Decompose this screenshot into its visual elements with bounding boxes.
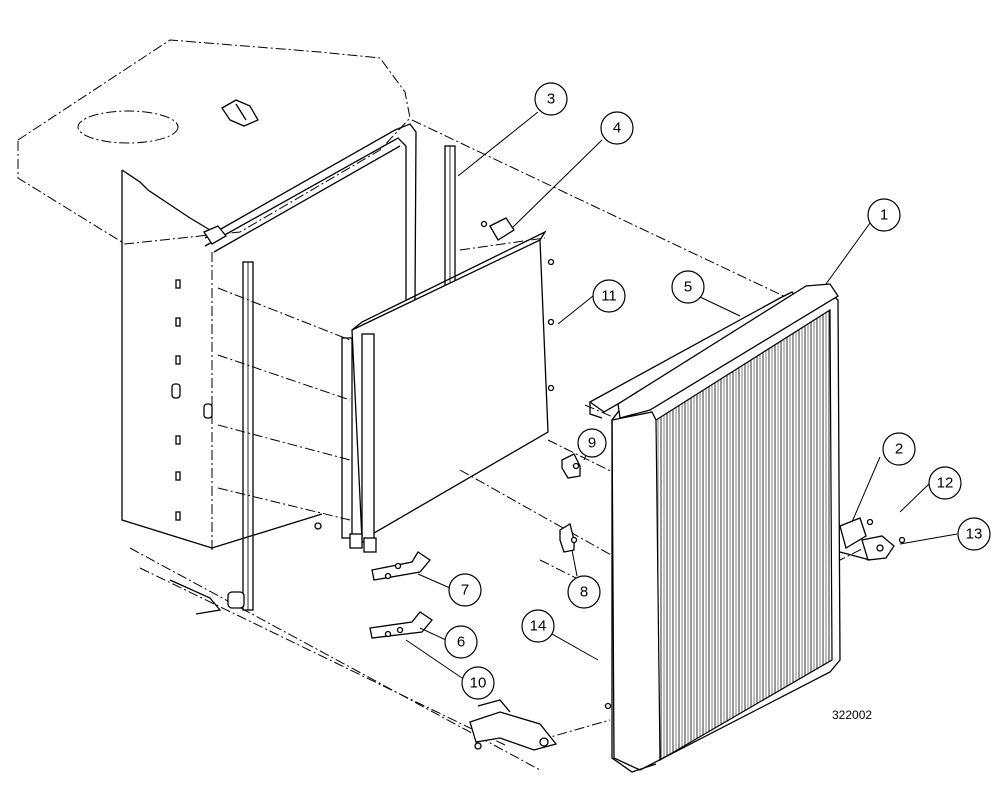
callout-13-label: 13 xyxy=(966,526,983,543)
callout-14-label: 14 xyxy=(530,618,547,635)
callout-8: 8 xyxy=(567,575,601,609)
fasteners xyxy=(314,220,906,750)
callout-11: 11 xyxy=(592,279,626,313)
callout-1-label: 1 xyxy=(880,207,888,224)
callout-7-label: 7 xyxy=(461,582,469,599)
clip-9 xyxy=(561,453,581,479)
bracket-6 xyxy=(369,611,433,639)
clip-8 xyxy=(559,522,575,553)
frame-bottom-rails xyxy=(129,513,541,771)
callout-10: 10 xyxy=(461,666,495,700)
shroud-top-panel xyxy=(17,39,411,245)
callout-12: 12 xyxy=(928,466,962,500)
side-mount-bracket xyxy=(839,517,895,561)
callout-3-label: 3 xyxy=(547,91,555,108)
callout-6-label: 6 xyxy=(457,634,465,651)
callout-11-label: 11 xyxy=(601,288,617,305)
callout-7: 7 xyxy=(448,573,482,607)
callout-2-label: 2 xyxy=(895,441,903,458)
callout-9: 9 xyxy=(577,428,607,458)
callout-6: 6 xyxy=(444,625,478,659)
callout-12-label: 12 xyxy=(937,475,954,492)
callout-13: 13 xyxy=(957,517,991,551)
oil-cooler-core xyxy=(341,230,549,553)
callout-4: 4 xyxy=(600,111,634,145)
bottom-mount-bracket xyxy=(469,699,558,751)
radiator-assembly xyxy=(611,283,841,773)
bracket-4 xyxy=(489,217,515,241)
callout-5-label: 5 xyxy=(684,279,692,296)
leader-lines xyxy=(405,111,958,679)
callout-4-label: 4 xyxy=(613,120,621,137)
callout-14: 14 xyxy=(521,609,555,643)
drawing-number: 322002 xyxy=(832,708,872,722)
vertical-post-left xyxy=(242,261,254,611)
callout-10-label: 10 xyxy=(470,675,487,692)
callout-3: 3 xyxy=(534,82,568,116)
vertical-post-right xyxy=(444,145,456,287)
callout-9-label: 9 xyxy=(588,435,596,452)
shroud-side-panel xyxy=(121,169,213,552)
callout-1: 1 xyxy=(867,198,901,232)
callout-5: 5 xyxy=(671,270,705,304)
frame-top-rail xyxy=(203,123,417,301)
callout-2: 2 xyxy=(882,432,916,466)
callout-8-label: 8 xyxy=(580,584,588,601)
